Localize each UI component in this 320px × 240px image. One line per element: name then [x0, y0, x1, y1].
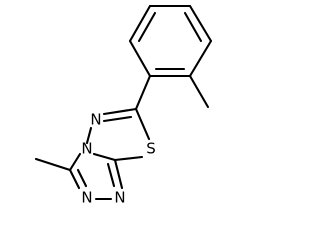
- bond-c3-n-double: [68, 168, 81, 190]
- bond-benzene-double-1: [137, 11, 157, 43]
- bond-benzene-4: [188, 4, 213, 43]
- bond-triazole-methyl: [34, 157, 72, 172]
- bond-c6-n-double: [102, 107, 138, 116]
- bond-nbridge-c7a: [92, 152, 117, 162]
- bond-aryl-methyl: [188, 74, 210, 109]
- bond-c6-n-double-inner: [102, 115, 133, 123]
- bond-benzene-5: [188, 39, 213, 78]
- atom-n-bottom-right: N: [114, 189, 125, 207]
- bond-n-nbridge: [85, 126, 93, 145]
- bond-n-c7a-double: [113, 158, 124, 190]
- bond-n-c7a-double-inner: [106, 162, 116, 188]
- bond-benzene-2: [128, 4, 152, 43]
- atom-n-bottom-left: N: [81, 189, 92, 207]
- bond-c6-s: [134, 107, 151, 141]
- molecule-canvas: N N S N N: [34, 4, 213, 207]
- atom-n-bridge: N: [81, 140, 92, 158]
- bond-nbridge-c3: [68, 152, 82, 172]
- atom-labels: N N S N N: [81, 111, 155, 207]
- bond-benzene-double-2: [183, 11, 203, 43]
- bond-c3-n-double-inner: [76, 168, 88, 188]
- atom-n-upper-left: N: [90, 111, 101, 129]
- triazole-ring: [68, 152, 124, 201]
- thiadiazole-ring: [85, 107, 151, 162]
- bond-benzene-1: [128, 39, 152, 78]
- atom-sulfur: S: [146, 140, 156, 158]
- bond-aryl-thiadiazole: [134, 74, 152, 111]
- benzene-ring: [128, 4, 213, 78]
- bond-s-c7a: [113, 155, 144, 162]
- structure-diagram: N N S N N: [34, 4, 213, 207]
